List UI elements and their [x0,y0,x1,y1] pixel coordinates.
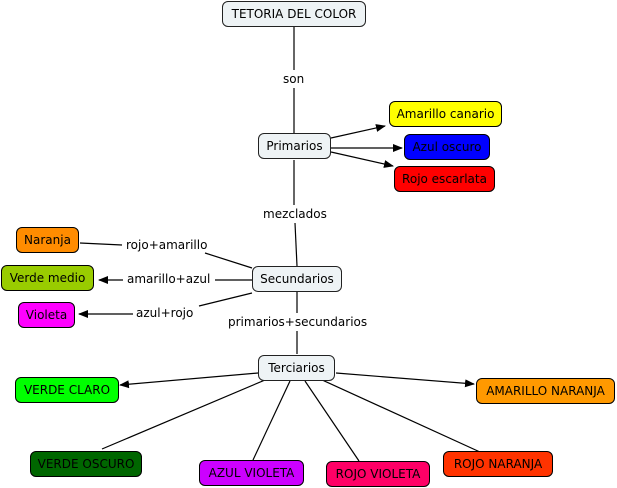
edge-terciarios-amarillonaranja [335,372,475,388]
node-azul-oscuro[interactable]: Azul oscuro [404,134,490,160]
node-label: Naranja [24,233,71,247]
node-terciarios[interactable]: Terciarios [258,355,335,381]
node-label: Verde medio [9,271,86,285]
link-label-amarillo-azul: amarillo+azul [126,272,212,286]
node-root-teoria-del-color[interactable]: TETORIA DEL COLOR [222,1,366,27]
link-label-rojo-amarillo: rojo+amarillo [125,238,209,252]
node-amarillo-canario[interactable]: Amarillo canario [389,101,502,127]
node-label: ROJO NARANJA [453,457,543,471]
link-label-mezclados: mezclados [262,207,328,221]
node-primarios[interactable]: Primarios [258,133,331,159]
node-rojo-escarlata[interactable]: Rojo escarlata [394,166,495,192]
edge-terciarios-rojovioleta [304,380,360,462]
edge-secundarios-azulrojo [198,292,253,307]
edge-terciarios-verdeclaro [119,372,259,389]
node-label: Azul oscuro [412,140,482,154]
node-label: Amarillo canario [396,107,495,121]
node-label: AMARILLO NARANJA [486,384,605,398]
node-rojo-violeta[interactable]: ROJO VIOLETA [326,461,430,487]
edge-primarios-amarillo [330,124,386,139]
edge-mezclados-secundarios [294,222,298,267]
node-label: TETORIA DEL COLOR [231,7,357,21]
node-verde-claro[interactable]: VERDE CLARO [15,377,119,403]
node-azul-violeta[interactable]: AZUL VIOLETA [199,460,304,486]
edge-terciarios-azulvioleta [252,380,291,461]
node-label: ROJO VIOLETA [335,467,421,481]
edge-terciarios-verdeoscuro [101,379,266,450]
node-secundarios[interactable]: Secundarios [252,266,342,292]
node-label: Rojo escarlata [402,172,487,186]
node-rojo-naranja[interactable]: ROJO NARANJA [443,451,553,477]
node-label: VERDE CLARO [23,383,111,397]
node-naranja[interactable]: Naranja [16,227,79,253]
edge-naranja-rojoamarillo [79,242,123,246]
node-verde-oscuro[interactable]: VERDE OSCURO [30,451,142,477]
node-label: Primarios [266,139,323,153]
node-label: VERDE OSCURO [37,457,135,471]
node-verde-medio[interactable]: Verde medio [1,265,94,291]
edge-primarios-rojo [330,151,394,168]
node-violeta[interactable]: Violeta [18,302,75,328]
edge-terciarios-rojonaranja [319,378,481,453]
link-label-son: son [282,72,306,86]
edge-rojoamarillo-secundarios [204,252,253,269]
node-label: Violeta [25,308,68,322]
node-amarillo-naranja[interactable]: AMARILLO NARANJA [476,378,615,404]
node-label: AZUL VIOLETA [208,466,295,480]
link-label-azul-rojo: azul+rojo [135,306,195,320]
node-label: Terciarios [268,361,325,375]
link-label-primarios-secundarios: primarios+secundarios [227,315,369,329]
node-label: Secundarios [260,272,334,286]
